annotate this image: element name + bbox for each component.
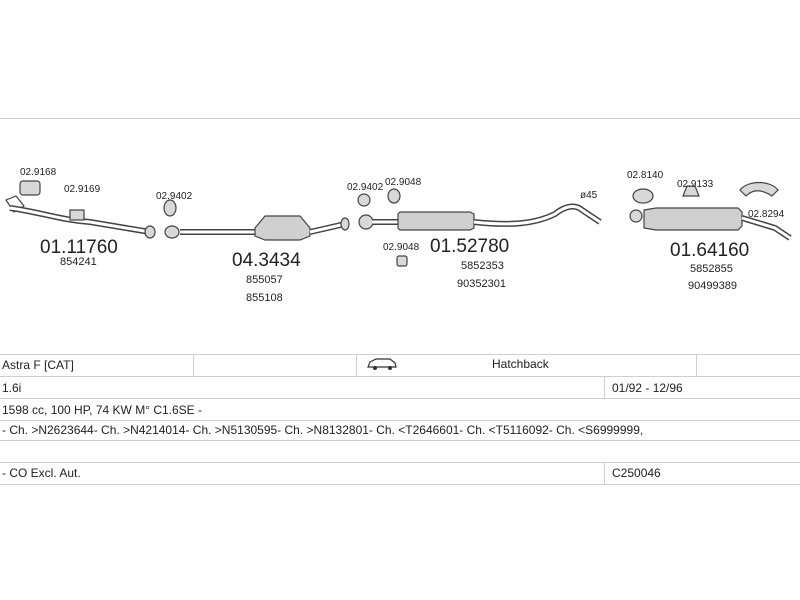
table-rule xyxy=(0,354,800,355)
part-number-main: 01.64160 xyxy=(670,240,749,261)
middle-muffler-part xyxy=(358,203,602,231)
clamp-icon xyxy=(632,188,654,204)
part-number-label: 02.9402 xyxy=(156,191,193,202)
body-type-cell: Hatchback xyxy=(492,357,549,371)
clamp-icon xyxy=(19,180,41,196)
part-number-label: 02.8294 xyxy=(748,209,785,220)
part-number-label: 02.8140 xyxy=(627,170,664,181)
table-rule xyxy=(0,420,800,421)
clamp-icon xyxy=(387,188,401,204)
clamp-icon xyxy=(357,193,371,207)
oem-number: 90499389 xyxy=(688,280,737,292)
clamp-icon xyxy=(163,199,177,217)
table-rule xyxy=(0,462,800,463)
part-number-label: 02.9048 xyxy=(383,242,420,253)
oem-number: 5852353 xyxy=(461,260,504,272)
part-number-label: 02.9402 xyxy=(347,182,384,193)
pipe-diameter-label: ø45 xyxy=(580,190,598,201)
oem-number: 855108 xyxy=(246,292,283,304)
notes-cell: - CO Excl. Aut. xyxy=(2,466,81,480)
part-number-main: 01.52780 xyxy=(430,236,509,257)
exhaust-diagram: 02.9168 02.9169 01.11760 854241 02.9402 … xyxy=(5,167,792,304)
oem-number: 854241 xyxy=(60,256,97,268)
hanger-icon xyxy=(682,185,700,197)
front-pipe-part xyxy=(5,180,156,239)
years-cell: 01/92 - 12/96 xyxy=(612,381,683,395)
spec-cell: 1598 cc, 100 HP, 74 KW M° C1.6SE - xyxy=(2,403,203,417)
table-rule xyxy=(0,484,800,485)
table-divider xyxy=(356,354,357,376)
part-number-main: 04.3434 xyxy=(232,250,301,271)
part-number-label: 02.9169 xyxy=(64,184,101,195)
part-number-label: 02.9168 xyxy=(20,167,57,178)
oem-number: 90352301 xyxy=(457,278,506,290)
table-rule xyxy=(0,376,800,377)
rubber-hanger-icon xyxy=(739,181,779,197)
table-divider xyxy=(193,354,194,376)
top-rule xyxy=(0,118,800,119)
code-cell: C250046 xyxy=(612,466,661,480)
part-number-label: 02.9133 xyxy=(677,179,714,190)
oem-number: 855057 xyxy=(246,274,283,286)
rear-muffler-part xyxy=(629,207,792,241)
part-number-label: 02.9048 xyxy=(385,177,422,188)
table-rule xyxy=(0,398,800,399)
table-divider xyxy=(604,376,605,398)
chassis-cell: - Ch. >N2623644- Ch. >N4214014- Ch. >N51… xyxy=(2,423,644,437)
catalytic-converter-part xyxy=(164,215,350,241)
hanger-icon xyxy=(396,255,408,267)
car-icon xyxy=(366,357,398,374)
table-rule xyxy=(0,440,800,441)
gasket-icon xyxy=(69,209,85,221)
table-divider xyxy=(696,354,697,376)
table-divider xyxy=(604,462,605,484)
oem-number: 5852855 xyxy=(690,263,733,275)
part-number-main: 01.11760 xyxy=(40,237,118,258)
engine-cell: 1.6i xyxy=(2,381,22,395)
model-cell: Astra F [CAT] xyxy=(2,358,74,372)
